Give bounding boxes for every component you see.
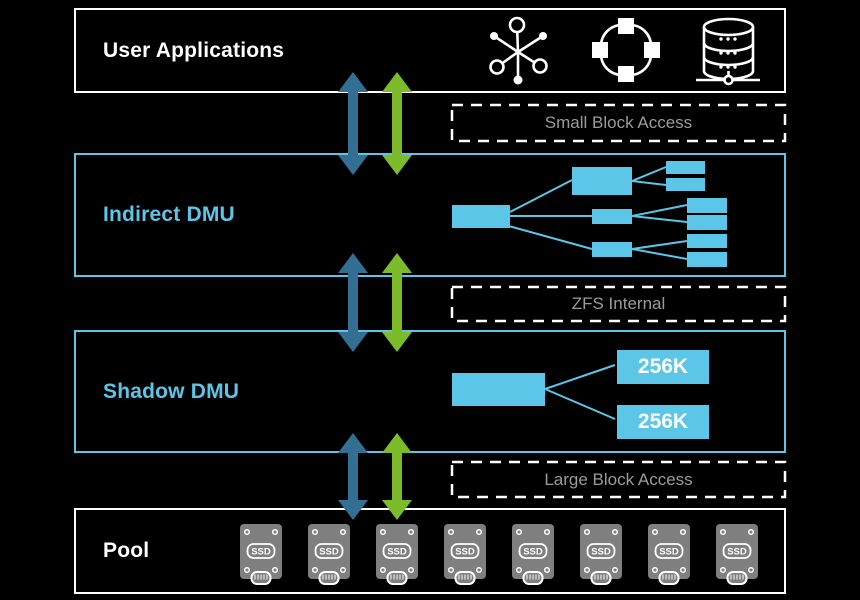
ssd-icon: SSD [376, 524, 418, 585]
ssd-icon: SSD [716, 524, 758, 585]
molecule-icon [489, 16, 548, 85]
ssd-icon-label: SSD [319, 547, 339, 558]
shadow-block-256k-top: 256K [617, 350, 709, 384]
database-network-icon [696, 17, 760, 86]
ssd-icon: SSD [648, 524, 690, 585]
ssd-icon: SSD [444, 524, 486, 585]
large-block-access-label: Large Block Access [544, 469, 693, 489]
shadow-block-256k-bottom: 256K [617, 405, 709, 439]
ssd-row: SSD SSD [240, 523, 758, 589]
ssd-icon-label: SSD [387, 547, 407, 558]
shadow-dmu-label: Shadow DMU [103, 379, 240, 403]
ssd-icon-label: SSD [251, 547, 271, 558]
shadow-dmu-layer: Shadow DMU 256K 256K [74, 330, 786, 453]
ssd-icon-label: SSD [523, 547, 543, 558]
pool-layer: Pool SSD [74, 508, 786, 594]
small-block-access-label: Small Block Access [544, 113, 693, 132]
indirect-dmu-layer: Indirect DMU [74, 153, 786, 277]
indirect-dmu-label: Indirect DMU [103, 203, 235, 226]
cluster-ring-icon [592, 18, 660, 82]
user-applications-label: User Applications [103, 38, 285, 62]
ssd-icon: SSD [580, 524, 622, 585]
ssd-icon-label: SSD [727, 547, 747, 558]
user-applications-layer: User Applications [74, 8, 786, 93]
ssd-icon-label: SSD [455, 547, 475, 558]
ssd-icon: SSD [240, 524, 282, 585]
ssd-icon: SSD [512, 524, 554, 585]
ssd-icon-label: SSD [659, 547, 679, 558]
ssd-icon: SSD [308, 524, 350, 585]
pool-label: Pool [103, 539, 150, 562]
ssd-icon-label: SSD [591, 547, 611, 558]
zfs-internal-label: ZFS Internal [571, 294, 666, 313]
